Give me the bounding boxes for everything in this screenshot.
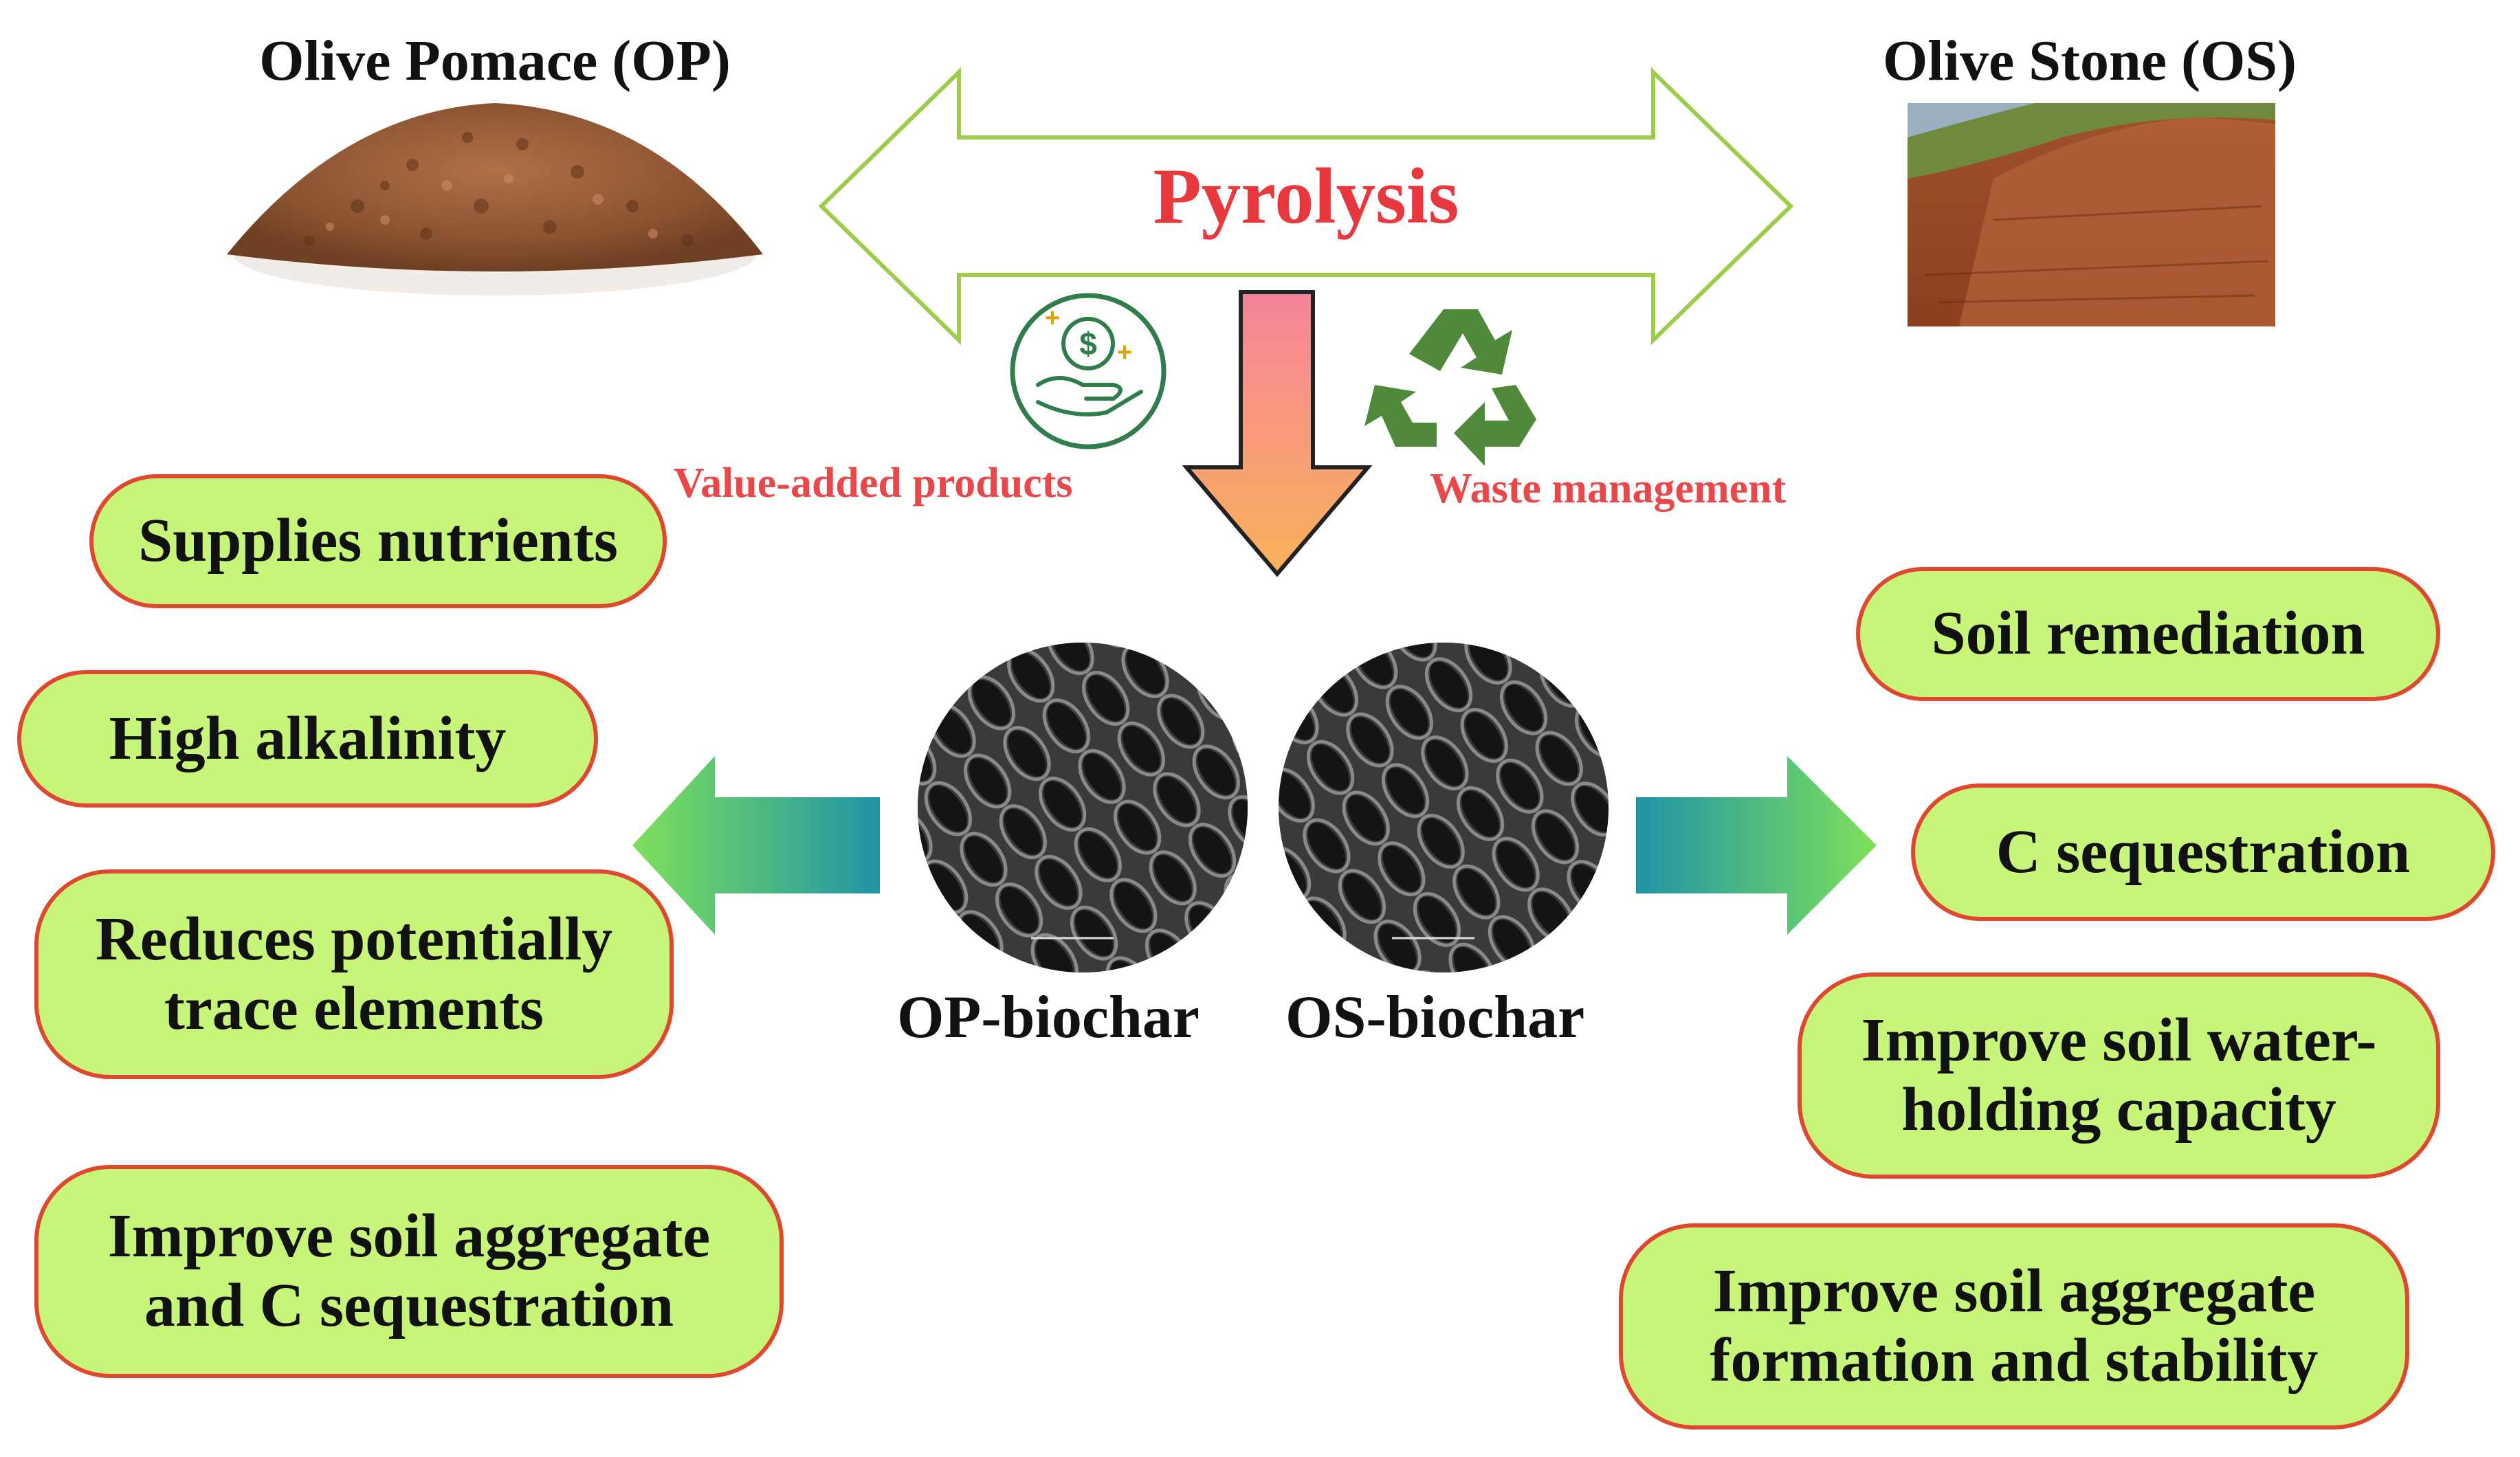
value-added-label: Value-added products — [674, 460, 1073, 507]
property-supplies-nutrients: Supplies nutrients — [89, 474, 667, 608]
os-biochar-label: OS-biochar — [1285, 984, 1585, 1051]
left-arrow — [632, 756, 880, 935]
down-arrow — [1182, 290, 1373, 577]
olive-stone-image — [1908, 103, 2275, 326]
waste-management-label: Waste management — [1430, 465, 1787, 512]
property-soil-remediation: Soil remediation — [1856, 567, 2440, 701]
property-high-alkalinity: High alkalinity — [17, 670, 598, 808]
svg-text:+: + — [1045, 304, 1060, 333]
pyrolysis-double-arrow — [818, 67, 1794, 346]
value-added-icon: $ + + — [1010, 293, 1167, 449]
olive-stone-title: Olive Stone (OS) — [1883, 29, 2297, 93]
olive-pomace-image — [227, 103, 763, 296]
property-c-sequestration: C sequestration — [1911, 783, 2495, 921]
op-biochar-label: OP-biochar — [897, 984, 1200, 1051]
property-water-holding-capacity: Improve soil water-holding capacity — [1798, 972, 2440, 1179]
right-arrow — [1636, 756, 1877, 935]
os-biochar-sem-image — [1279, 643, 1609, 972]
op-biochar-sem-image — [918, 643, 1248, 972]
svg-text:+: + — [1117, 338, 1132, 367]
svg-text:$: $ — [1079, 326, 1097, 362]
olive-pomace-title: Olive Pomace (OP) — [259, 29, 731, 93]
pyrolysis-label: Pyrolysis — [1153, 153, 1459, 240]
recycle-icon — [1364, 309, 1536, 466]
